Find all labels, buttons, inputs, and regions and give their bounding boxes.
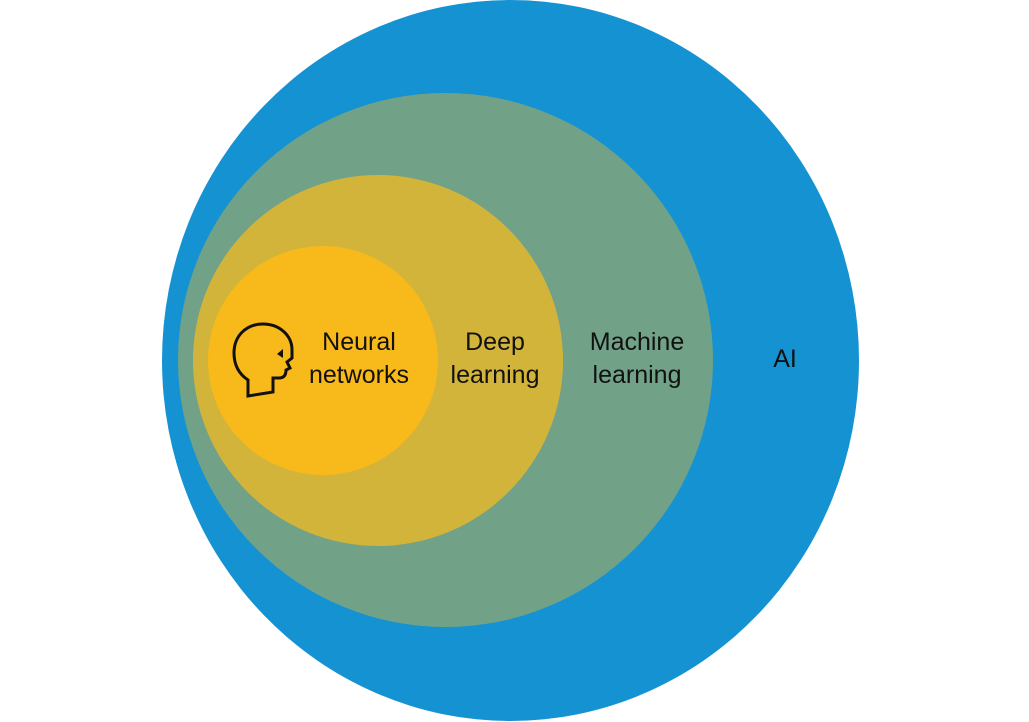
machine-learning-label-line-1: Machine <box>589 328 685 356</box>
neural-networks-label: Neural networks <box>296 326 422 392</box>
machine-learning-label-line-2: learning <box>592 361 682 389</box>
deep-learning-label-line-1: Deep <box>465 328 525 356</box>
neural-networks-label-line-2: networks <box>308 361 410 389</box>
deep-learning-label-line-2: learning <box>450 361 540 389</box>
ai-label: AI <box>755 343 815 376</box>
deep-learning-label: Deep learning <box>440 326 550 392</box>
neural-networks-circle <box>208 246 438 475</box>
ai-label-line: AI <box>773 345 797 373</box>
human-head-icon <box>232 322 294 398</box>
machine-learning-label: Machine learning <box>572 326 702 392</box>
neural-networks-label-line-1: Neural <box>322 328 396 356</box>
